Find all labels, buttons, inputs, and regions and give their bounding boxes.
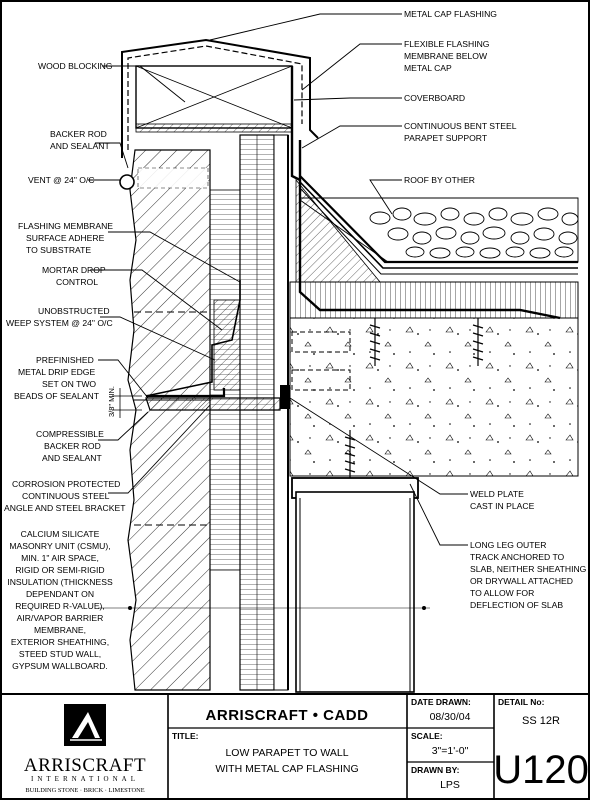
label-weep-2: WEEP SYSTEM @ 24" O/C: [6, 318, 113, 328]
drawn-value: LPS: [440, 779, 460, 791]
label-compressible-3: AND SEALANT: [42, 453, 102, 463]
svg-text:MEMBRANE,: MEMBRANE,: [34, 625, 86, 635]
detail-label: DETAIL No:: [498, 697, 545, 707]
logo-tagline: BUILDING STONE · BRICK · LIMESTONE: [25, 787, 144, 794]
long-leg-track: [291, 477, 419, 693]
logo-sub: INTERNATIONAL: [31, 775, 139, 783]
label-drip-edge-4: BEADS OF SEALANT: [14, 391, 100, 401]
roof-membrane: [299, 175, 578, 275]
arriscraft-logo: ARRISCRAFT INTERNATIONAL BUILDING STONE …: [24, 704, 146, 794]
bent-steel-support: [298, 140, 561, 320]
label-corrosion-3: ANGLE AND STEEL BRACKET: [4, 503, 126, 513]
date-label: DATE DRAWN:: [411, 697, 471, 707]
label-flashing-membrane-1: FLASHING MEMBRANE: [18, 221, 113, 231]
leader-lines: [88, 13, 468, 546]
logo-mark-icon: [64, 704, 106, 746]
title-block: ARRISCRAFT • CADD TITLE: LOW PARAPET TO …: [1, 693, 589, 799]
label-compressible-2: BACKER ROD: [44, 441, 101, 451]
label-metal-cap-flashing: METAL CAP FLASHING: [404, 9, 497, 19]
cant-strip: [295, 178, 381, 283]
concrete-slab: [289, 317, 579, 477]
svg-text:AIR/VAPOR BARRIER: AIR/VAPOR BARRIER: [17, 613, 104, 623]
dimension-mark: [112, 388, 142, 418]
date-value: 08/30/04: [430, 711, 471, 723]
air-space: [273, 134, 289, 691]
parapet-blocking: [135, 65, 293, 133]
svg-text:CALCIUM SILICATE: CALCIUM SILICATE: [21, 529, 100, 539]
svg-text:MASONRY UNIT (CSMU),: MASONRY UNIT (CSMU),: [9, 541, 110, 551]
label-backer-rod-2: AND SEALANT: [50, 141, 110, 151]
label-bent-steel-2: PARAPET SUPPORT: [404, 133, 488, 143]
label-track-3: SLAB, NEITHER SHEATHING: [470, 564, 587, 574]
annotations: METAL CAP FLASHING WOOD BLOCKING FLEXIBL…: [4, 9, 587, 610]
wall-assembly-note: CALCIUM SILICATE MASONRY UNIT (CSMU), MI…: [7, 529, 113, 671]
logo-name: ARRISCRAFT: [24, 755, 146, 776]
label-track-5: TO ALLOW FOR: [470, 588, 534, 598]
label-track-1: LONG LEG OUTER: [470, 540, 546, 550]
svg-text:REQUIRED R-VALUE),: REQUIRED R-VALUE),: [15, 601, 105, 611]
label-compressible-1: COMPRESSIBLE: [36, 429, 104, 439]
title-line-2: WITH METAL CAP FLASHING: [215, 763, 358, 775]
label-weld-plate-1: WELD PLATE: [470, 489, 524, 499]
svg-text:STEED STUD WALL,: STEED STUD WALL,: [19, 649, 101, 659]
label-drip-edge-2: METAL DRIP EDGE: [18, 367, 95, 377]
label-flexible-flashing-3: METAL CAP: [404, 63, 452, 73]
svg-text:MIN. 1" AIR SPACE,: MIN. 1" AIR SPACE,: [21, 553, 99, 563]
svg-text:GYPSUM WALLBOARD.: GYPSUM WALLBOARD.: [12, 661, 108, 671]
label-weld-plate-2: CAST IN PLACE: [470, 501, 535, 511]
label-track-2: TRACK ANCHORED TO: [470, 552, 565, 562]
detail-sub: SS 12R: [522, 715, 560, 727]
label-flashing-membrane-3: TO SUBSTRATE: [26, 245, 91, 255]
label-drip-edge-3: SET ON TWO: [42, 379, 96, 389]
label-mortar-drop-2: CONTROL: [56, 277, 98, 287]
label-mortar-drop-1: MORTAR DROP: [42, 265, 106, 275]
label-flexible-flashing-2: MEMBRANE BELOW: [404, 51, 488, 61]
weld-plate-shelf: [280, 385, 290, 409]
label-drip-edge-1: PREFINISHED: [36, 355, 94, 365]
through-wall-flashing: [145, 280, 241, 398]
scale-label: SCALE:: [411, 731, 443, 741]
label-bent-steel-1: CONTINUOUS BENT STEEL: [404, 121, 517, 131]
label-vent: VENT @ 24" O/C: [28, 175, 95, 185]
svg-text:EXTERIOR SHEATHING,: EXTERIOR SHEATHING,: [11, 637, 109, 647]
section-drawing: [98, 38, 579, 693]
shelf-angle: [145, 397, 281, 411]
svg-text:RIGID OR SEMI-RIGID: RIGID OR SEMI-RIGID: [15, 565, 104, 575]
scale-value: 3"=1'-0": [432, 745, 469, 757]
svg-text:INSULATION (THICKNESS: INSULATION (THICKNESS: [7, 577, 113, 587]
brand-header: ARRISCRAFT • CADD: [206, 707, 369, 724]
detail-number: U120: [493, 748, 589, 792]
slab-anchors: [291, 331, 351, 391]
drawn-label: DRAWN BY:: [411, 765, 460, 775]
metal-cap-flashing: [121, 38, 319, 182]
label-corrosion-2: CONTINUOUS STEEL: [22, 491, 110, 501]
slab-screws: [344, 318, 484, 478]
label-flashing-membrane-2: SURFACE ADHERE: [26, 233, 105, 243]
label-roof-by-other: ROOF BY OTHER: [404, 175, 475, 185]
label-track-6: DEFLECTION OF SLAB: [470, 600, 563, 610]
backer-rod-top: [119, 174, 135, 190]
label-wood-blocking: WOOD BLOCKING: [38, 61, 113, 71]
title-line-1: LOW PARAPET TO WALL: [225, 747, 348, 759]
title-label: TITLE:: [172, 731, 199, 741]
stone-masonry: [127, 149, 211, 691]
label-weep-1: UNOBSTRUCTED: [38, 306, 110, 316]
svg-text:DEPENDANT ON: DEPENDANT ON: [26, 589, 94, 599]
label-track-4: OR DRYWALL ATTACHED: [470, 576, 573, 586]
label-flexible-flashing-1: FLEXIBLE FLASHING: [404, 39, 490, 49]
label-coverboard: COVERBOARD: [404, 93, 465, 103]
label-corrosion-1: CORROSION PROTECTED: [12, 479, 120, 489]
label-backer-rod-1: BACKER ROD: [50, 129, 107, 139]
label-dimension: 3/8" MIN.: [107, 386, 116, 417]
